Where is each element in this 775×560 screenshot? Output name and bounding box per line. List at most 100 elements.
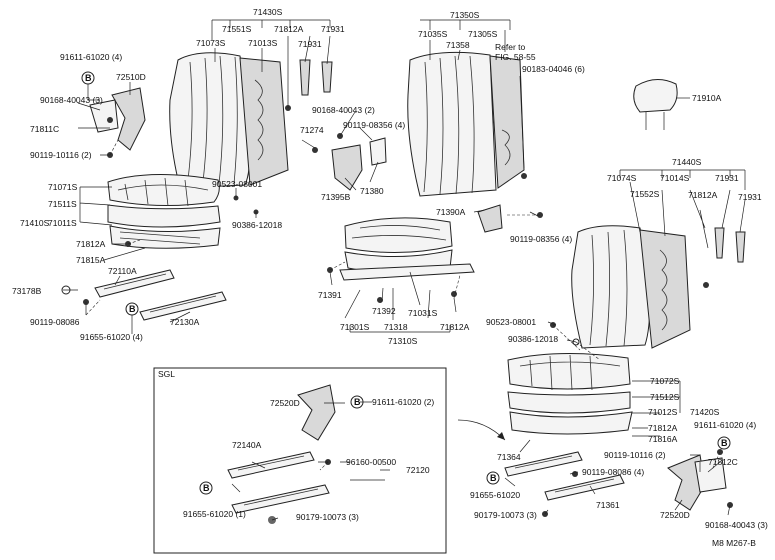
label-sgl: SGL <box>158 369 175 379</box>
label-71318: 71318 <box>384 322 408 332</box>
sgl-arrowhead <box>497 432 505 440</box>
label-refer: Refer to <box>495 42 526 52</box>
label-71011s: 71011S <box>48 218 77 228</box>
label-71358: 71358 <box>446 40 470 50</box>
bolt-b-markers <box>81 71 731 495</box>
label-90183: 90183-04046 (6) <box>522 64 585 74</box>
label-72120: 72120 <box>406 465 430 475</box>
label-71931-top2: 71931 <box>298 39 322 49</box>
label-90179-sgl: 90179-10073 (3) <box>296 512 359 522</box>
label-71815a: 71815A <box>76 255 106 265</box>
right-seatback <box>571 225 691 349</box>
label-91611-top: 91611-61020 (4) <box>60 52 122 62</box>
label-71812a-top: 71812A <box>274 24 304 34</box>
right-seat-rails <box>504 451 625 501</box>
b-mark-6: B <box>721 438 728 448</box>
label-71420s: 71420S <box>690 407 720 417</box>
label-91611-right: 91611-61020 (4) <box>694 420 756 430</box>
center-bracket-71395b <box>331 137 387 191</box>
label-90523-right: 90523-08001 <box>486 317 536 327</box>
left-headrest-guides <box>299 59 333 96</box>
b-mark-5: B <box>490 473 497 483</box>
label-71511s: 71511S <box>48 199 77 209</box>
label-71305s: 71305S <box>468 29 498 39</box>
label-73178b: 73178B <box>12 286 42 296</box>
label-71035s: 71035S <box>418 29 448 39</box>
leader-lines <box>63 19 746 521</box>
label-71812a-r2: 71812A <box>648 423 678 433</box>
label-91655-sgl: 91655-61020 (1) <box>183 509 246 519</box>
label-71014s: 71014S <box>660 173 690 183</box>
label-90168-mid: 90168-40043 (2) <box>312 105 375 115</box>
label-91655-right: 91655-61020 <box>470 490 520 500</box>
left-seat-cushion <box>107 173 221 249</box>
label-72110a: 72110A <box>108 266 137 276</box>
label-71430s: 71430S <box>253 7 283 17</box>
label-71310s: 71310S <box>388 336 418 346</box>
label-71301s: 71301S <box>340 322 370 332</box>
label-90119-10116-right: 90119-10116 (2) <box>604 450 666 460</box>
label-71551s: 71551S <box>222 24 252 34</box>
label-71392: 71392 <box>372 306 396 316</box>
right-headrest-guides <box>714 227 746 263</box>
label-90119-10116-left: 90119-10116 (2) <box>30 150 92 160</box>
label-71811c: 71811C <box>30 124 59 134</box>
bolt-b-letters: B B B B B B <box>85 73 728 493</box>
right-seat-cushion <box>507 352 633 435</box>
label-71512s: 71512S <box>650 392 680 402</box>
label-71910a: 71910A <box>692 93 722 103</box>
label-71072s: 71072S <box>650 376 680 386</box>
label-90386-left: 90386-12018 <box>232 220 282 230</box>
label-90523-left: 90523-08001 <box>212 179 262 189</box>
label-90168-left: 90168-40043 (3) <box>40 95 103 105</box>
sgl-rails <box>227 451 330 514</box>
label-71071s: 71071S <box>48 182 78 192</box>
label-71364: 71364 <box>497 452 521 462</box>
label-fig: FIG. 58-55 <box>495 52 536 62</box>
label-71380: 71380 <box>360 186 384 196</box>
b-mark-3: B <box>354 397 361 407</box>
b-mark-1: B <box>85 73 92 83</box>
label-72520d-right: 72520D <box>660 510 690 520</box>
label-71812c: 71812C <box>708 457 738 467</box>
label-71391: 71391 <box>318 290 342 300</box>
part-labels: 71430S 71551S 71073S 71013S 71812A 71931… <box>12 7 768 548</box>
left-seatback <box>169 52 289 189</box>
label-90119-08356-right: 90119-08356 (4) <box>510 234 572 244</box>
label-71816a: 71816A <box>648 434 678 444</box>
label-91611-sgl: 91611-61020 (2) <box>372 397 434 407</box>
label-90386-right: 90386-12018 <box>508 334 558 344</box>
center-seatback <box>407 51 525 197</box>
label-71931-r2: 71931 <box>738 192 762 202</box>
label-71012s: 71012S <box>648 407 678 417</box>
left-seat-rails <box>94 269 227 321</box>
center-bracket-71390a <box>477 204 503 233</box>
label-71274: 71274 <box>300 125 324 135</box>
label-90168-right: 90168-40043 (3) <box>705 520 768 530</box>
label-71812a-r: 71812A <box>688 190 718 200</box>
label-71812a-left: 71812A <box>76 239 106 249</box>
left-recliner-bracket <box>89 87 146 151</box>
footer-code: M8 M267-B <box>712 538 756 548</box>
right-recliner-bracket <box>667 454 727 511</box>
sgl-recliner <box>297 384 336 441</box>
sgl-inset-box <box>153 367 447 554</box>
label-72510d: 72510D <box>116 72 146 82</box>
label-71440s: 71440S <box>672 157 702 167</box>
headrest-71910a <box>633 79 678 130</box>
label-72140a: 72140A <box>232 440 262 450</box>
label-71350s: 71350S <box>450 10 480 20</box>
b-mark-2: B <box>129 304 136 314</box>
label-90179-right: 90179-10073 (3) <box>474 510 537 520</box>
label-90119-08356-mid: 90119-08356 (4) <box>343 120 405 130</box>
label-90119-08086-right: 90119-08086 (4) <box>582 467 644 477</box>
label-71073s: 71073S <box>196 38 226 48</box>
label-71031s: 71031S <box>408 308 438 318</box>
label-71931-r1: 71931 <box>715 173 739 183</box>
label-91655-left: 91655-61020 (4) <box>80 332 143 342</box>
label-71074s: 71074S <box>607 173 637 183</box>
label-71812a-mid: 71812A <box>440 322 470 332</box>
label-72520d-sgl: 72520D <box>270 398 300 408</box>
